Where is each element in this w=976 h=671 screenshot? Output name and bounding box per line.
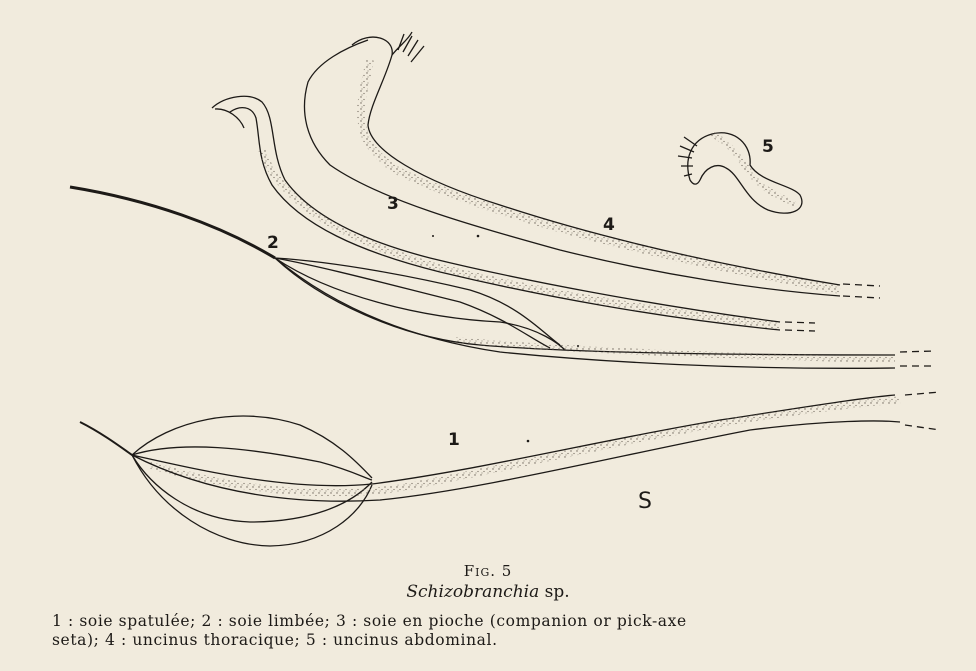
stray-marks <box>432 235 579 443</box>
figure-label: Fig. 5 <box>0 562 976 580</box>
label-5: 5 <box>762 137 774 157</box>
figure-title-suffix: sp. <box>539 582 569 602</box>
label-2: 2 <box>267 233 279 253</box>
uncinus-5-abdominal <box>678 133 802 213</box>
figure-title-genus: Schizobranchia <box>406 582 539 602</box>
figure-title: Schizobranchia sp. <box>0 582 976 602</box>
legend-line-2: seta); 4 : uncinus thoracique; 5 : uncin… <box>52 631 952 650</box>
figure-legend: 1 : soie spatulée; 2 : soie limbée; 3 : … <box>52 612 952 650</box>
label-1: 1 <box>448 430 460 450</box>
label-4: 4 <box>603 215 615 235</box>
legend-line-1: 1 : soie spatulée; 2 : soie limbée; 3 : … <box>52 612 952 631</box>
label-3: 3 <box>387 194 399 214</box>
figure-illustration: 1 2 3 4 5 S <box>0 0 976 560</box>
seta-1-spatulee <box>80 392 940 546</box>
label-s: S <box>638 489 652 514</box>
